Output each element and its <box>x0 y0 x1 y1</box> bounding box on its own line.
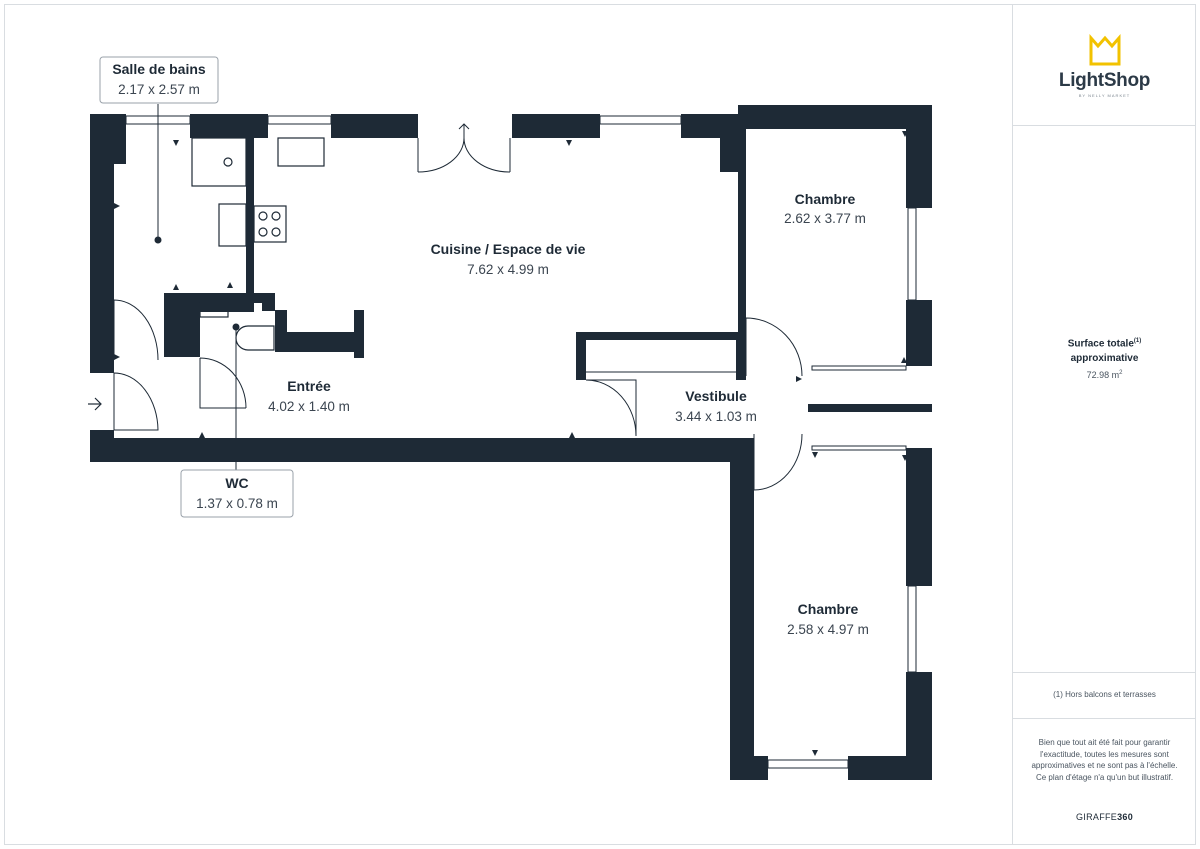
wall <box>738 105 746 380</box>
door-swing <box>745 317 803 377</box>
surface-value: 72.98 m2 <box>1086 370 1123 381</box>
divider <box>1013 125 1196 126</box>
wall <box>576 332 746 340</box>
room-name: WC <box>225 475 248 491</box>
callout-dot <box>232 323 240 331</box>
wall <box>164 293 200 357</box>
divider <box>1013 718 1196 719</box>
surface-block: Surface totale(1) approximative 72.98 m2 <box>1013 334 1196 380</box>
divider <box>1013 672 1196 673</box>
wall <box>90 358 114 373</box>
room-name: Chambre <box>798 601 859 617</box>
measure-ticks <box>114 131 908 756</box>
room-name: Cuisine / Espace de vie <box>431 241 586 257</box>
room-name: Salle de bains <box>112 61 206 77</box>
callout-dot <box>154 236 162 244</box>
door-swing <box>113 372 159 431</box>
wall <box>246 114 254 312</box>
walls <box>90 105 932 780</box>
logo: LightShop BY NELLY MARKET <box>1013 34 1196 98</box>
wall <box>720 138 738 172</box>
wall <box>906 672 932 780</box>
room-dims: 1.37 x 0.78 m <box>196 496 278 511</box>
room-name: Chambre <box>795 191 856 207</box>
kitchen-sink <box>277 137 325 167</box>
callout-leaders <box>157 104 237 470</box>
brand-mark: GIRAFFE360 <box>1075 812 1134 822</box>
shower <box>191 137 247 187</box>
crown-icon <box>1089 34 1120 66</box>
wall <box>200 293 275 303</box>
window <box>907 585 917 673</box>
door-swing <box>753 433 803 491</box>
callout-box <box>180 469 294 518</box>
door-swing <box>585 379 637 437</box>
window <box>767 759 849 769</box>
wall <box>331 114 418 138</box>
wall <box>576 332 586 380</box>
room-dims: 2.62 x 3.77 m <box>784 211 866 226</box>
floor-plan: Salle de bains 2.17 x 2.57 m Cuisine / E… <box>88 56 932 780</box>
wall <box>287 332 354 352</box>
callout-box <box>99 56 219 104</box>
door-swing <box>113 299 159 361</box>
window <box>811 445 907 451</box>
wall <box>190 114 268 138</box>
room-name: Entrée <box>287 378 331 394</box>
logo-tagline: BY NELLY MARKET <box>1078 93 1131 98</box>
room-dims: 4.02 x 1.40 m <box>268 399 350 414</box>
wall <box>275 310 287 352</box>
wall <box>736 332 746 380</box>
room-dims: 7.62 x 4.99 m <box>467 262 549 277</box>
wall <box>906 300 932 366</box>
doors <box>113 137 803 491</box>
surface-label: Surface totale(1) approximative <box>1067 338 1142 365</box>
sidebar: LightShop BY NELLY MARKET Surface totale… <box>1012 4 1196 845</box>
entrance-arrow-icon <box>88 397 102 411</box>
disclaimer: Bien que tout ait été fait pour garantir… <box>1031 738 1178 782</box>
room-dims: 3.44 x 1.03 m <box>675 409 757 424</box>
window <box>907 207 917 301</box>
wc-sink <box>199 302 229 318</box>
wall <box>90 438 754 462</box>
wall <box>354 310 364 358</box>
page-frame <box>4 4 1196 845</box>
door-swing <box>417 137 465 173</box>
wall <box>730 756 768 780</box>
door-arrow-icon <box>458 123 470 138</box>
room-dims: 2.58 x 4.97 m <box>787 622 869 637</box>
wall <box>512 114 600 138</box>
washbasin <box>218 203 247 247</box>
wall <box>681 114 740 138</box>
room-labels: Salle de bains 2.17 x 2.57 m Cuisine / E… <box>112 61 869 637</box>
wall <box>738 105 932 129</box>
wall <box>262 293 275 311</box>
wall <box>808 404 932 412</box>
wall <box>906 448 932 586</box>
door-swing <box>199 357 247 409</box>
shower-drain <box>223 157 233 167</box>
cooktop <box>253 205 287 243</box>
wall <box>90 114 114 367</box>
window <box>267 115 332 125</box>
wall <box>730 438 754 780</box>
logo-name: LightShop <box>1058 70 1151 91</box>
room-dims: 2.17 x 2.57 m <box>118 82 200 97</box>
window <box>599 115 682 125</box>
toilet <box>235 325 275 351</box>
door-swing <box>463 137 511 173</box>
room-name: Vestibule <box>685 388 747 404</box>
footnote: (1) Hors balcons et terrasses <box>1053 690 1156 699</box>
fixtures <box>191 137 325 351</box>
wall <box>906 105 932 208</box>
window <box>811 365 907 371</box>
